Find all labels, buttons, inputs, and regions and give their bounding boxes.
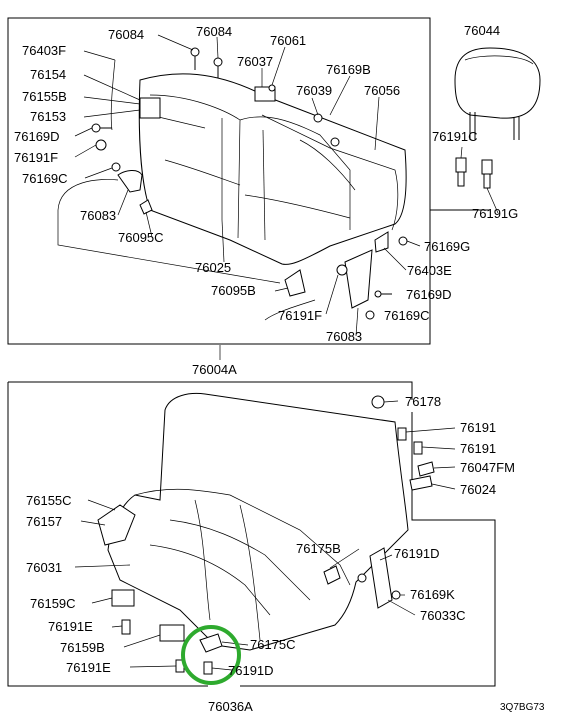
highlight-circle xyxy=(181,625,241,685)
label-76004A: 76004A xyxy=(192,362,237,377)
label-76084-b: 76084 xyxy=(196,24,232,39)
label-76169C-a: 76169C xyxy=(22,171,68,186)
label-76403E: 76403E xyxy=(407,263,452,278)
label-76095C: 76095C xyxy=(118,230,164,245)
label-76169D-a: 76169D xyxy=(14,129,60,144)
bracket-76403E xyxy=(374,231,389,253)
cushion-assembly xyxy=(74,392,456,675)
label-76169B: 76169B xyxy=(326,62,371,77)
clip-76024 xyxy=(409,475,433,491)
label-76061: 76061 xyxy=(270,33,306,48)
label-76056: 76056 xyxy=(364,83,400,98)
fasteners-top xyxy=(91,47,408,320)
label-76154: 76154 xyxy=(30,67,66,82)
label-76191F-b: 76191F xyxy=(278,308,322,323)
leader-lines-bottom xyxy=(74,400,456,671)
leader-lines-top xyxy=(74,34,499,360)
bushing-76095B xyxy=(284,269,306,297)
hook-76175C xyxy=(199,633,223,653)
label-76084-a: 76084 xyxy=(108,27,144,42)
label-76039: 76039 xyxy=(296,83,332,98)
headrest-guides xyxy=(455,157,493,189)
label-76037: 76037 xyxy=(237,54,273,69)
label-76083-b: 76083 xyxy=(326,329,362,344)
hinge-bracket-76083-right xyxy=(344,249,373,309)
label-76175B: 76175B xyxy=(296,541,341,556)
label-76178: 76178 xyxy=(405,394,441,409)
clip-76047FM xyxy=(417,461,435,477)
seatback-assembly xyxy=(57,34,541,360)
cable-76056 xyxy=(261,114,399,231)
part-labels: 76084 76084 76403F 76061 76037 76154 761… xyxy=(14,23,545,714)
label-76191G: 76191G xyxy=(472,206,518,221)
label-76169K: 76169K xyxy=(410,587,455,602)
wire-76175B xyxy=(323,565,341,585)
hinge-bracket-76083-left xyxy=(117,170,143,193)
label-76169D-b: 76169D xyxy=(406,287,452,302)
hook-76159B xyxy=(159,624,185,642)
lock-striker-76155B xyxy=(139,97,161,119)
hook-76157 xyxy=(97,504,136,546)
label-76095B: 76095B xyxy=(211,283,256,298)
bushing-76095C xyxy=(139,199,153,215)
diagram-code: 3Q7BG73 xyxy=(500,702,545,713)
label-76083-a: 76083 xyxy=(80,208,116,223)
cable-76403F xyxy=(110,59,116,131)
label-76169G: 76169G xyxy=(424,239,470,254)
label-76031: 76031 xyxy=(26,560,62,575)
label-76191-a: 76191 xyxy=(460,420,496,435)
label-76175C: 76175C xyxy=(250,637,296,652)
seatback-group-frame xyxy=(7,17,431,345)
label-76191E-a: 76191E xyxy=(48,619,93,634)
label-76155B: 76155B xyxy=(22,89,67,104)
label-76153: 76153 xyxy=(30,109,66,124)
label-76191F-a: 76191F xyxy=(14,150,58,165)
hook-76159C xyxy=(111,589,135,607)
label-76155C: 76155C xyxy=(26,493,72,508)
label-76191-b: 76191 xyxy=(460,441,496,456)
label-76044: 76044 xyxy=(464,23,500,38)
label-76036A: 76036A xyxy=(208,699,253,714)
label-76191E-b: 76191E xyxy=(66,660,111,675)
label-76403F: 76403F xyxy=(22,43,66,58)
headrest-76044 xyxy=(454,47,541,140)
label-76047FM: 76047FM xyxy=(460,460,515,475)
label-76191D: 76191D xyxy=(394,546,440,561)
label-76024: 76024 xyxy=(460,482,496,497)
label-76159B: 76159B xyxy=(60,640,105,655)
label-76191C: 76191C xyxy=(432,129,478,144)
label-76025: 76025 xyxy=(195,260,231,275)
label-76033C: 76033C xyxy=(420,608,466,623)
label-76157: 76157 xyxy=(26,514,62,529)
label-76159C: 76159C xyxy=(30,596,76,611)
bracket-76033C xyxy=(369,547,393,609)
label-76169C-b: 76169C xyxy=(384,308,430,323)
label-76191D-b: 76191D xyxy=(228,663,274,678)
